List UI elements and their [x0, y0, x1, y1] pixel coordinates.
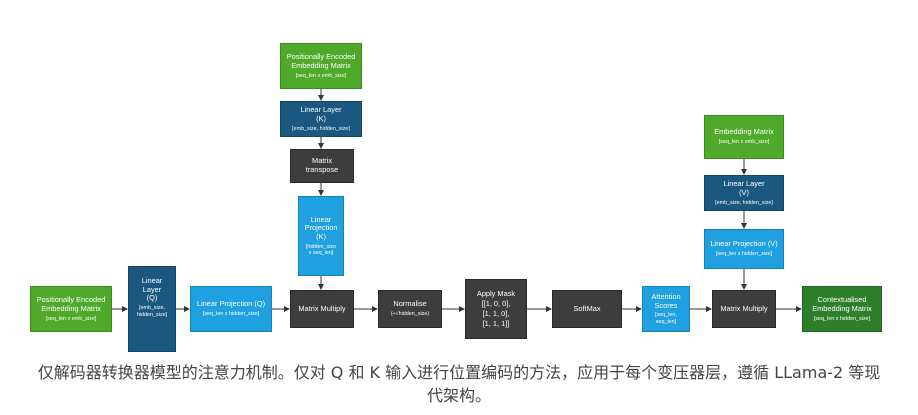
linear-projection-k-node: Linear Projection (K) [hidden_size x seq…: [298, 196, 344, 276]
positionally-encoded-input-node: Positionally Encoded Embedding Matrix [s…: [30, 286, 112, 332]
node-subtitle: (÷√hidden_size): [390, 311, 430, 318]
node-title: Matrix Multiply: [298, 303, 346, 313]
diagram-arrows: [112, 89, 802, 312]
node-title: Contextualised Embedding Matrix: [812, 295, 872, 313]
matrix-transpose-node: Matrix transpose: [290, 149, 354, 183]
node-title: Normalise: [393, 299, 427, 309]
node-title: Embedding Matrix: [714, 127, 774, 137]
node-title: SoftMax: [573, 303, 601, 313]
linear-projection-q-node: Linear Projection (Q) [seq_len x hidden_…: [190, 286, 272, 332]
linear-projection-v-node: Linear Projection (V) [seq_len x hidden_…: [704, 229, 784, 269]
apply-mask-node: Apply Mask [[1, 0, 0], [1, 1, 0], [1, 1,…: [465, 279, 527, 339]
node-subtitle: [emb_size, hidden_size]: [292, 125, 350, 132]
node-subtitle: [seq_len, seq_len]: [655, 312, 677, 325]
node-subtitle: [seq_len x hidden_size]: [715, 251, 773, 258]
node-subtitle: [seq_len x hidden_size]: [202, 311, 260, 318]
node-title: Apply Mask [[1, 0, 0], [1, 1, 0], [1, 1,…: [476, 289, 516, 328]
node-subtitle: [emb_size, hidden_size]: [136, 305, 168, 318]
node-title: Matrix transpose: [305, 156, 339, 174]
node-title: Linear Layer (V): [723, 179, 765, 197]
node-subtitle: [seq_len x emb_size]: [718, 139, 770, 146]
node-title: Attention Scores: [651, 291, 681, 310]
matrix-multiply-1-node: Matrix Multiply: [290, 290, 354, 328]
node-title: Matrix Multiply: [720, 303, 768, 313]
linear-layer-v-node: Linear Layer (V) [emb_size, hidden_size]: [704, 175, 784, 211]
node-title: Linear Projection (Q): [196, 299, 266, 309]
node-subtitle: [seq_len x hidden_size]: [813, 315, 871, 322]
node-title: Linear Layer (K): [300, 105, 342, 123]
figure-caption: 仅解码器转换器模型的注意力机制。仅对 Q 和 K 输入进行位置编码的方法，应用于…: [37, 363, 881, 405]
normalise-node: Normalise (÷√hidden_size): [378, 290, 442, 328]
node-title: Positionally Encoded Embedding Matrix: [286, 52, 356, 70]
node-title: Linear Projection (K): [304, 214, 338, 241]
linear-layer-q-node: Linear Layer (Q) [emb_size, hidden_size]: [128, 266, 176, 352]
softmax-node: SoftMax: [552, 290, 622, 328]
embedding-matrix-v-node: Embedding Matrix [seq_len x emb_size]: [704, 115, 784, 159]
contextualised-embedding-node: Contextualised Embedding Matrix [seq_len…: [802, 286, 882, 332]
node-subtitle: [seq_len x emb_size]: [45, 315, 97, 322]
node-subtitle: [hidden_size x seq_len]: [305, 243, 337, 257]
attention-scores-node: Attention Scores [seq_len, seq_len]: [642, 286, 690, 332]
node-subtitle: [seq_len x emb_size]: [295, 72, 347, 79]
matrix-multiply-2-node: Matrix Multiply: [712, 290, 776, 328]
node-title: Linear Layer (Q): [141, 276, 163, 303]
node-subtitle: [emb_size, hidden_size]: [715, 199, 773, 206]
node-title: Positionally Encoded Embedding Matrix: [36, 295, 106, 313]
positionally-encoded-k-node: Positionally Encoded Embedding Matrix [s…: [280, 43, 362, 89]
node-title: Linear Projection (V): [710, 239, 778, 249]
linear-layer-k-node: Linear Layer (K) [emb_size, hidden_size]: [280, 101, 362, 137]
